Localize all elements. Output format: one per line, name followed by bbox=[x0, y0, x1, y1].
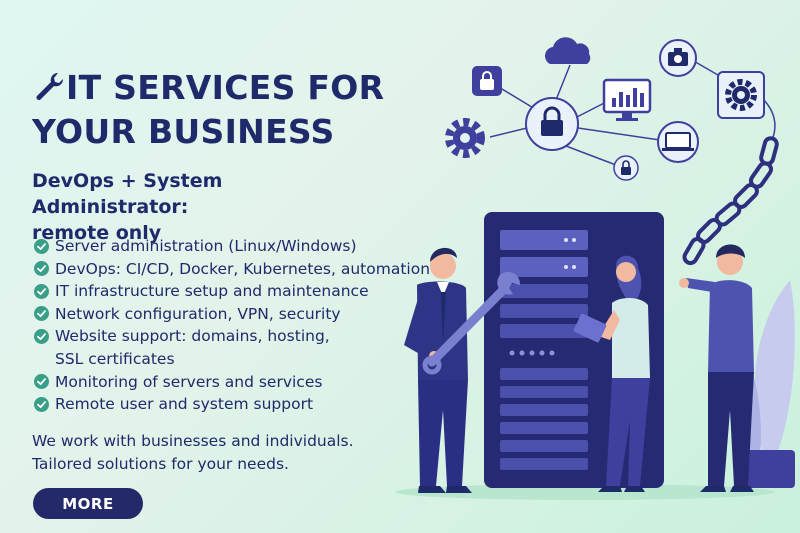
service-text: Website support: domains, hosting, SSL c… bbox=[55, 325, 330, 370]
service-text: Network configuration, VPN, security bbox=[55, 304, 341, 323]
list-item: DevOps: CI/CD, Docker, Kubernetes, autom… bbox=[34, 258, 434, 281]
monitor-chart-icon bbox=[602, 78, 652, 121]
wrench-icon bbox=[36, 72, 64, 100]
lock-icon bbox=[472, 66, 502, 96]
tagline: We work with businesses and individuals.… bbox=[32, 430, 432, 476]
service-text-line-1: Website support: domains, hosting, bbox=[55, 327, 330, 346]
camera-icon bbox=[659, 39, 697, 77]
service-text: IT infrastructure setup and maintenance bbox=[55, 282, 369, 301]
title-line-1: IT SERVICES FOR bbox=[32, 66, 412, 110]
lock-icon bbox=[613, 155, 639, 181]
check-circle-icon bbox=[34, 328, 49, 344]
person-woman bbox=[573, 255, 650, 492]
gear-icon bbox=[717, 71, 765, 119]
service-text: DevOps: CI/CD, Docker, Kubernetes, autom… bbox=[55, 259, 431, 278]
list-item: IT infrastructure setup and maintenance bbox=[34, 280, 434, 303]
ground-shadow bbox=[395, 484, 775, 500]
laptop-icon bbox=[657, 121, 699, 163]
check-circle-icon bbox=[34, 238, 49, 254]
subtitle-line-1: DevOps + System Administrator: bbox=[32, 170, 223, 218]
list-item: Monitoring of servers and services bbox=[34, 371, 434, 394]
check-circle-icon bbox=[34, 306, 49, 322]
lock-icon bbox=[525, 97, 579, 151]
title-line-1-text: IT SERVICES FOR bbox=[66, 68, 385, 107]
gear-icon bbox=[445, 118, 485, 158]
more-button[interactable]: MORE bbox=[33, 488, 143, 519]
service-text-line-2: SSL certificates bbox=[55, 349, 175, 368]
illustration bbox=[395, 37, 795, 500]
list-item: Remote user and system support bbox=[34, 393, 434, 416]
subtitle: DevOps + System Administrator: remote on… bbox=[32, 168, 362, 246]
service-text: Remote user and system support bbox=[55, 395, 314, 414]
chain-icon bbox=[682, 136, 779, 266]
check-circle-icon bbox=[34, 261, 49, 277]
tagline-line-1: We work with businesses and individuals. bbox=[32, 432, 354, 450]
list-item: Website support: domains, hosting, SSL c… bbox=[34, 325, 434, 370]
check-circle-icon bbox=[34, 283, 49, 299]
service-text: Server administration (Linux/Windows) bbox=[55, 237, 357, 255]
page-title: IT SERVICES FOR YOUR BUSINESS bbox=[32, 66, 412, 154]
tagline-line-2: Tailored solutions for your needs. bbox=[32, 455, 289, 473]
check-circle-icon bbox=[34, 396, 49, 412]
person-engineer bbox=[679, 244, 754, 492]
list-item: Network configuration, VPN, security bbox=[34, 303, 434, 326]
subtitle-line-2: remote only bbox=[32, 222, 162, 244]
check-circle-icon bbox=[34, 374, 49, 390]
list-item: Server administration (Linux/Windows) bbox=[34, 235, 434, 258]
services-list: Server administration (Linux/Windows) De… bbox=[34, 235, 434, 416]
title-line-2: YOUR BUSINESS bbox=[32, 112, 335, 151]
cloud-icon bbox=[545, 37, 591, 64]
person-technician bbox=[404, 247, 521, 493]
service-text: Monitoring of servers and services bbox=[55, 372, 323, 391]
